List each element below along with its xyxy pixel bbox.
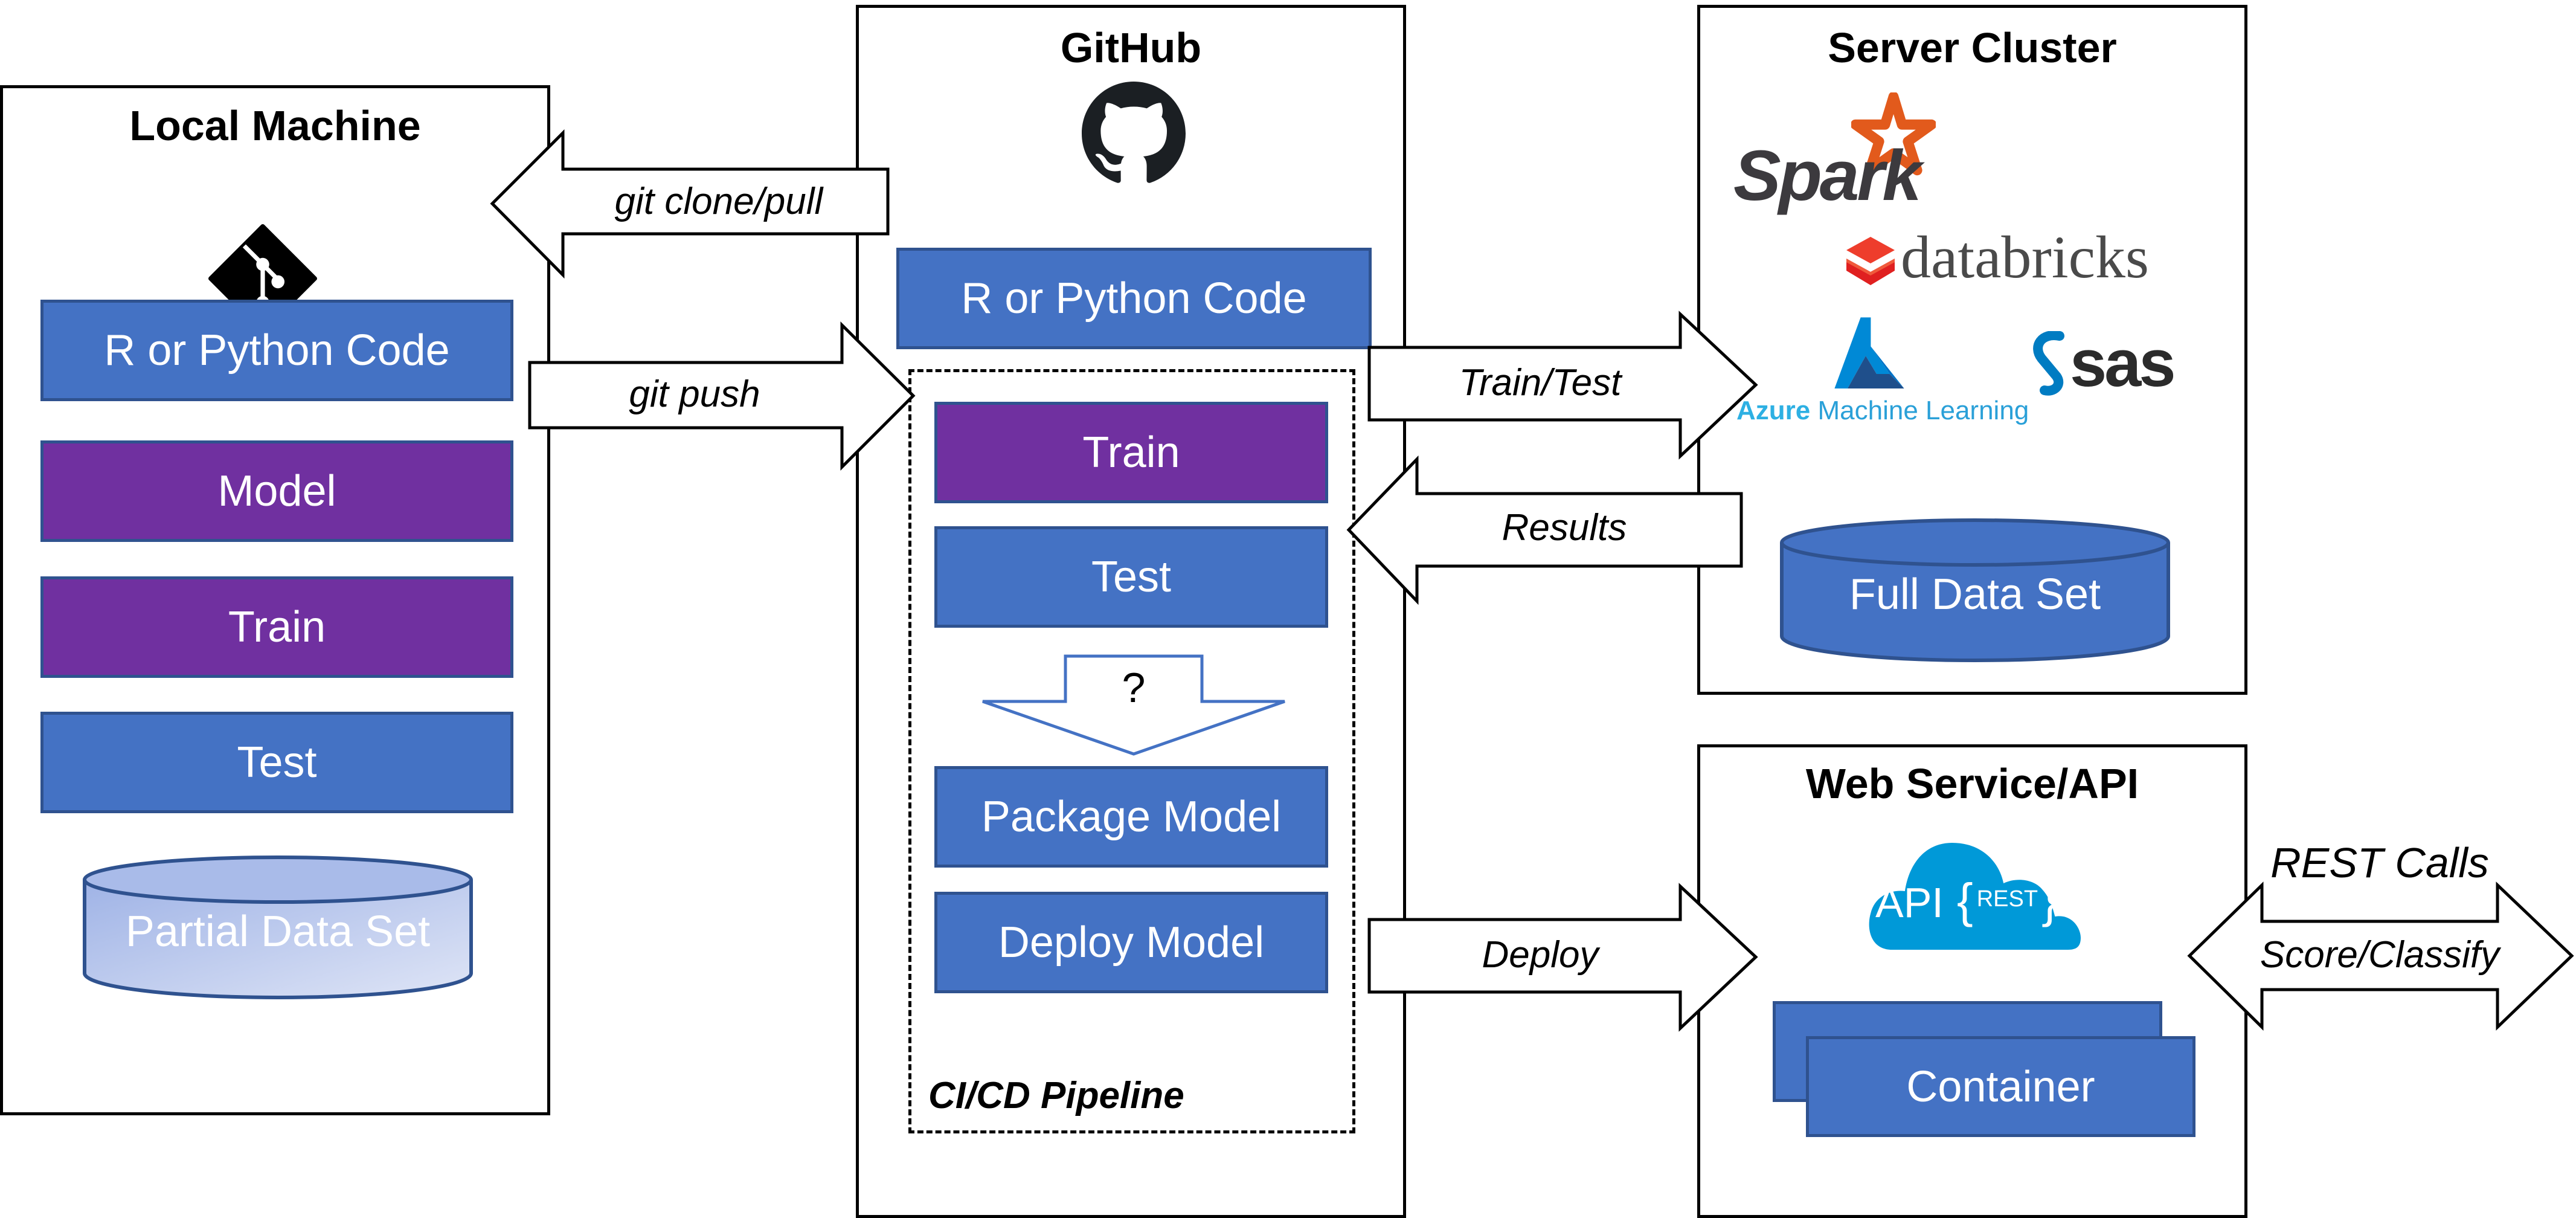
partial-data-set-label: Partial Data Set	[125, 907, 431, 956]
server-cluster-title: Server Cluster	[1828, 24, 2117, 71]
spark-wordmark: Spark	[1733, 136, 1922, 216]
cicd-pipeline-region	[908, 369, 1355, 1133]
decision-down-arrow	[982, 654, 1285, 756]
sas-swirl-icon	[2033, 331, 2064, 396]
decision-label: ?	[1122, 664, 1146, 711]
local-train-block: Train	[40, 576, 513, 678]
azure-text: Azure	[1736, 396, 1811, 425]
score-classify-label: Score/Classify	[2260, 934, 2500, 976]
server-cluster-panel: Server Cluster Spark databricks Azure Ma…	[1697, 5, 2247, 695]
local-code-block: R or Python Code	[40, 300, 513, 401]
pipeline-package-model-block: Package Model	[934, 766, 1328, 868]
git-clone-pull-label: git clone/pull	[614, 181, 823, 222]
container-front-block: Container	[1806, 1036, 2195, 1137]
git-clone-pull-arrow	[490, 129, 890, 279]
machine-learning-text: Machine Learning	[1817, 396, 2029, 425]
pipeline-deploy-model-block: Deploy Model	[934, 892, 1328, 993]
git-push-label: git push	[629, 373, 760, 415]
results-label: Results	[1502, 507, 1627, 549]
sas-logo: sas	[2026, 326, 2208, 404]
api-rest-cloud-icon	[1869, 843, 2081, 950]
azure-ml-flask-icon	[1834, 317, 1904, 388]
cicd-pipeline-label: CI/CD Pipeline	[928, 1075, 1184, 1116]
local-test-block: Test	[40, 712, 513, 813]
web-service-title: Web Service/API	[1805, 760, 2139, 807]
github-panel: GitHub R or Python Code Train Test ? Pac…	[856, 5, 1406, 1218]
api-text: API	[1875, 879, 1944, 926]
local-model-block: Model	[40, 440, 513, 542]
pipeline-train-block: Train	[934, 402, 1328, 503]
github-title: GitHub	[1060, 24, 1202, 71]
rest-text: REST	[1976, 886, 2038, 912]
rest-calls-double-arrow	[2187, 881, 2574, 1031]
web-service-panel: Web Service/API API {REST} Container	[1697, 744, 2247, 1218]
rest-calls-label: REST Calls	[2270, 839, 2489, 886]
results-arrow	[1346, 455, 1743, 605]
full-data-set-cylinder	[1780, 518, 2170, 662]
azure-ml-logo: Azure Machine Learning	[1736, 316, 2029, 437]
github-octocat-icon	[1082, 82, 1186, 183]
pipeline-test-block: Test	[934, 526, 1328, 628]
local-machine-panel: Local Machine R or Python Code Model Tra…	[0, 85, 550, 1115]
databricks-wordmark: databricks	[1901, 224, 2149, 291]
partial-data-set-cylinder	[83, 856, 473, 999]
github-code-block: R or Python Code	[896, 248, 1372, 349]
rest-braces: {REST}	[1957, 874, 2058, 927]
train-test-label: Train/Test	[1459, 362, 1622, 404]
deploy-arrow	[1367, 883, 1758, 1032]
git-push-arrow	[528, 321, 916, 471]
databricks-stack-icon	[1846, 237, 1895, 285]
train-test-arrow	[1367, 311, 1758, 460]
spark-logo: Spark	[1733, 92, 1951, 216]
databricks-logo: databricks	[1845, 222, 2220, 295]
deploy-label: Deploy	[1482, 934, 1599, 976]
spark-star-icon	[1851, 92, 1936, 176]
full-data-set-label: Full Data Set	[1849, 570, 2101, 619]
azure-ml-wordmark: Azure Machine Learning	[1736, 396, 2029, 426]
local-machine-title: Local Machine	[129, 102, 421, 149]
sas-wordmark: sas	[2070, 326, 2176, 401]
